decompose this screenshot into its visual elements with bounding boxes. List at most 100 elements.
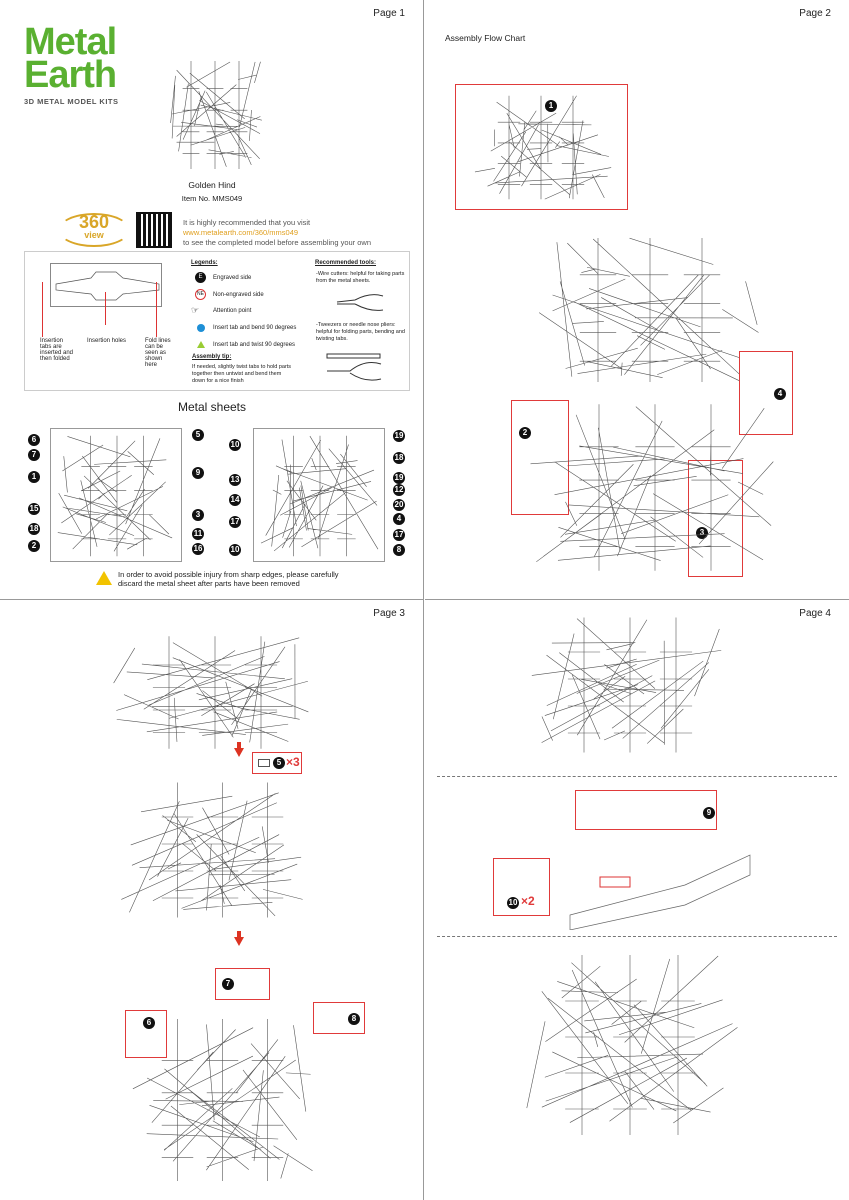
line-art — [113, 636, 309, 749]
part-number-callout: 16 — [192, 543, 204, 555]
part-number-callout: 15 — [28, 503, 40, 515]
model-name: Golden Hind — [188, 180, 236, 190]
down-arrow — [234, 931, 244, 946]
line-art — [132, 1019, 313, 1181]
flow-chart-title: Assembly Flow Chart — [445, 33, 526, 43]
warning-icon — [96, 571, 112, 585]
callout-4: 4 — [774, 388, 786, 400]
line-art — [474, 95, 612, 200]
blue-dot-icon — [197, 324, 205, 332]
qr-code[interactable] — [136, 212, 172, 248]
part-6-box: 6 — [125, 1010, 167, 1058]
360-view-badge[interactable]: 360 view — [58, 213, 130, 247]
step-2-box — [511, 400, 569, 515]
step-1-box — [455, 84, 628, 210]
visit-text: It is highly recommended that you visit … — [183, 218, 372, 247]
fold-lines-note: Fold lines can be seen as shown here — [145, 338, 171, 368]
website-link[interactable]: www.metalearth.com/360/mms049 — [183, 228, 299, 237]
step-rigging-2 — [121, 782, 303, 918]
callout-5: 5 — [273, 757, 285, 769]
rigging-with-flags — [531, 617, 722, 753]
wire-cutters-note: -Wire cutters: helpful for taking parts … — [316, 271, 405, 284]
final-assembly — [526, 955, 738, 1135]
callout-2: 2 — [519, 427, 531, 439]
part-number-callout: 13 — [229, 474, 241, 486]
line-art — [531, 617, 722, 753]
item-number: Item No. MMS049 — [181, 194, 243, 203]
callout-6: 6 — [143, 1017, 155, 1029]
hull-base — [569, 854, 751, 930]
part-number-callout: 10 — [229, 439, 241, 451]
part-number-callout: 10 — [229, 544, 241, 556]
callout-3: 3 — [696, 527, 708, 539]
part-number-callout: 6 — [28, 434, 40, 446]
step-rigging-3 — [132, 1019, 313, 1181]
insertion-tabs-note: Insertion tabs are inserted and then fol… — [40, 338, 74, 362]
part-number-callout: 9 — [192, 467, 204, 479]
legend-engraved: Engraved side — [213, 275, 252, 281]
line-art — [538, 237, 765, 382]
part-number-callout: 7 — [28, 449, 40, 461]
legends-title: Legends: — [191, 260, 218, 266]
part-number-callout: 17 — [229, 516, 241, 528]
part-diagram — [50, 263, 162, 307]
engraved-icon: E — [195, 272, 206, 283]
callout-8: 8 — [348, 1013, 360, 1025]
part-number-callout: 11 — [192, 528, 204, 540]
metal-sheet-2 — [253, 428, 385, 562]
part-number-callout: 18 — [28, 523, 40, 535]
line-art — [260, 435, 379, 557]
tweezers-note: -Tweezers or needle nose pliers: helpful… — [316, 322, 405, 342]
wire-cutters-icon — [336, 294, 384, 311]
part-number-callout: 3 — [192, 509, 204, 521]
part-number-callout: 5 — [192, 429, 204, 441]
part-number-callout: 19 — [393, 430, 405, 442]
part-10-box: 10 ×2 — [493, 858, 550, 916]
page-number: Page 2 — [799, 8, 831, 19]
mast-parts — [530, 404, 774, 571]
green-triangle-icon — [197, 341, 205, 348]
tools-title: Recommended tools: — [315, 260, 377, 266]
quantity-5: ×3 — [286, 755, 300, 769]
callout-1: 1 — [545, 100, 557, 112]
line-art — [526, 955, 738, 1135]
assembly-tip-text: If needed, slightly twist tabs to hold p… — [192, 364, 292, 384]
hand-pointer-icon: ☞ — [191, 305, 200, 315]
page-number: Page 1 — [373, 8, 405, 19]
non-engraved-icon: NE — [195, 289, 206, 300]
step-3-box — [688, 460, 743, 577]
part-number-callout: 18 — [393, 452, 405, 464]
metal-sheet-1 — [50, 428, 182, 562]
insertion-holes-note: Insertion holes — [87, 338, 127, 344]
page-number: Page 4 — [799, 608, 831, 619]
callout-9: 9 — [703, 807, 715, 819]
legend-panel: Insertion tabs are inserted and then fol… — [24, 251, 410, 391]
part-number-callout: 1 — [28, 471, 40, 483]
part-5-box: 5 ×3 — [252, 752, 302, 774]
part-5-icon — [258, 759, 270, 767]
step-rigging-1 — [113, 636, 309, 749]
callout-7: 7 — [222, 978, 234, 990]
line-art — [121, 782, 303, 918]
legend-twist: Insert tab and twist 90 degrees — [213, 342, 296, 348]
part-8-box: 8 — [313, 1002, 365, 1034]
line-art — [530, 404, 774, 571]
brand-tagline: 3D METAL MODEL KITS — [24, 97, 119, 106]
part-number-callout: 20 — [393, 499, 405, 511]
part-number-callout: 4 — [393, 513, 405, 525]
line-art — [170, 61, 262, 169]
part-number-callout: 2 — [28, 540, 40, 552]
metal-sheets-title: Metal sheets — [177, 400, 247, 414]
legend-attention: Attention point — [213, 308, 252, 314]
part-7-box: 7 — [215, 968, 270, 1000]
part-number-callout: 12 — [393, 484, 405, 496]
part-number-callout: 8 — [393, 544, 405, 556]
page-4: Page 4 9 10 ×2 — [425, 600, 849, 1200]
page-3: Page 3 5 ×3 7 6 8 — [0, 600, 424, 1200]
callout-10: 10 — [507, 897, 519, 909]
assembly-tip-title: Assembly tip: — [192, 354, 232, 360]
part-number-callout: 14 — [229, 494, 241, 506]
assembled-rigging — [538, 237, 765, 382]
